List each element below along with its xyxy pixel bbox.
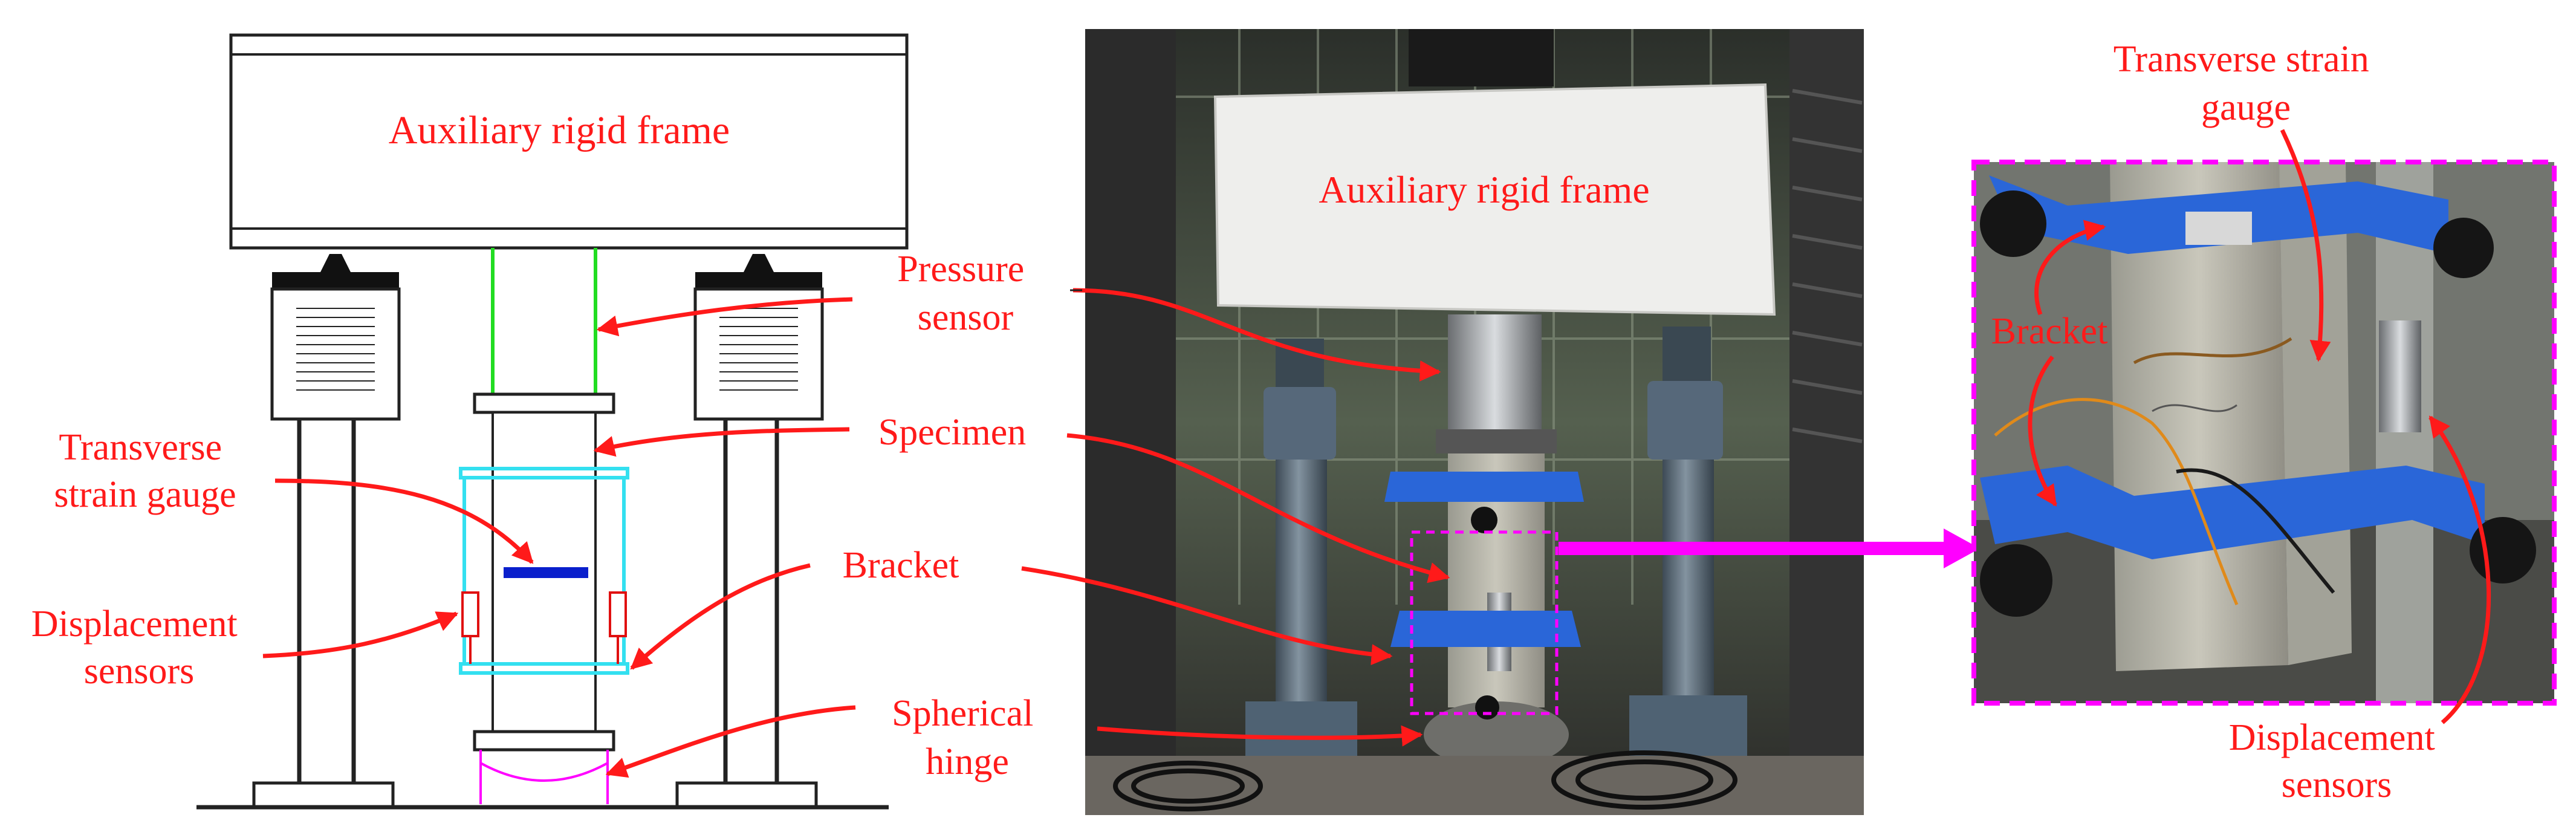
- photo-specimen-label: Specimen: [878, 412, 1027, 453]
- arrow-zoom-bracket-bottom: [2028, 355, 2057, 507]
- zoom-displacement-sensor: [2379, 320, 2421, 432]
- photo-rigid-frame: [1213, 83, 1776, 316]
- arrow-specimen-left: [593, 427, 850, 457]
- schematic-panel: Auxiliary rigid frame: [31, 33, 909, 810]
- arrow-displacement: [262, 611, 459, 658]
- schematic-displacement-label: Displacement sensors: [31, 603, 247, 692]
- arrow-hinge-left: [605, 705, 856, 778]
- arrow-hinge-right: [1097, 725, 1423, 747]
- zoom-displacement-label: Displacement sensors: [2229, 717, 2444, 805]
- arrow-zoom-displacement: [2428, 415, 2491, 724]
- photo-frame-label: Auxiliary rigid frame: [1319, 168, 1649, 211]
- schematic-left-column: [252, 254, 401, 809]
- photo-bracket-top: [1384, 472, 1584, 502]
- schematic-strain-gauge-label: Transverse strain gauge: [54, 427, 236, 515]
- zoom-bracket-bottom: [1980, 466, 2485, 559]
- schematic-right-column: [675, 254, 824, 809]
- arrow-strain-gauge: [274, 478, 534, 564]
- photo-pressure-sensor-label: Pressure sensor: [897, 249, 1034, 338]
- arrow-pressure-sensor-left: [596, 297, 853, 337]
- photo-bracket-bottom: [1390, 611, 1581, 647]
- schematic-strain-gauge: [504, 567, 588, 578]
- arrow-specimen-right: [1066, 433, 1450, 583]
- arrow-zoom-bracket-top: [2034, 219, 2106, 316]
- zoom-pointer-arrow: [1559, 528, 1980, 568]
- zoom-strain-gauge-label: Transverse strain gauge: [2114, 39, 2379, 128]
- schematic-spherical-hinge: [479, 750, 609, 804]
- photo-callout-box: [1410, 530, 1559, 715]
- photo-spherical-hinge: [1424, 701, 1569, 768]
- photo-panel: Auxiliary rigid frame: [593, 29, 1980, 815]
- arrow-bracket-left: [630, 563, 811, 670]
- photo-pressure-sensor: [1448, 314, 1542, 429]
- arrow-bracket-right: [1021, 566, 1393, 666]
- photo-spherical-hinge-label: Spherical hinge: [892, 693, 1043, 782]
- schematic-frame-label: Auxiliary rigid frame: [389, 108, 730, 152]
- schematic-displacement-sensors: [461, 591, 627, 664]
- photo-bracket-label: Bracket: [843, 545, 959, 586]
- zoom-panel: Transverse strain gauge Bracket Displace…: [1971, 39, 2557, 805]
- photo-right-post: [1629, 327, 1747, 756]
- photo-left-post: [1245, 339, 1357, 756]
- zoom-bracket-label: Bracket: [1991, 311, 2108, 352]
- arrow-zoom-strain-gauge: [2280, 129, 2331, 362]
- schematic-rigid-frame: [229, 33, 909, 250]
- zoom-dashed-border: [1971, 160, 2557, 706]
- arrow-pressure-sensor-right: [1072, 288, 1441, 382]
